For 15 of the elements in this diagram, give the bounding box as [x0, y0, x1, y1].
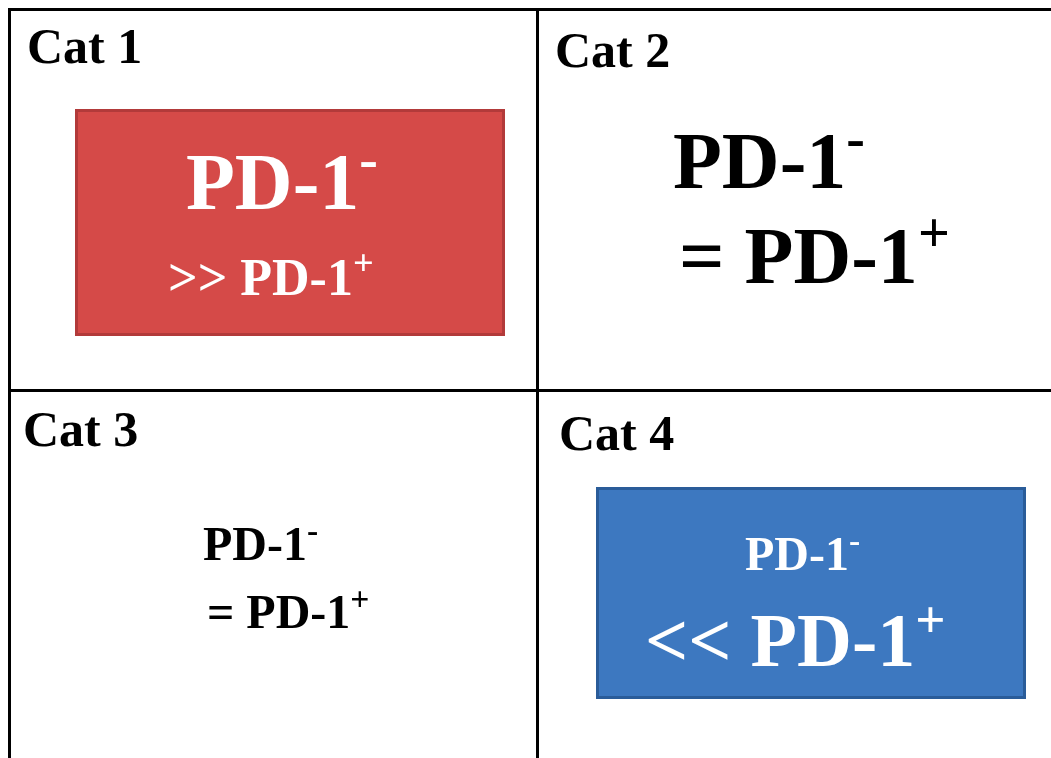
- category-panel: [8, 8, 539, 392]
- ratio-text: PD-1$^{-}$: [186, 142, 378, 222]
- category-heading: Cat 2: [555, 25, 671, 75]
- category-heading: Cat 4: [559, 408, 675, 458]
- ratio-text: = PD-1$^{+}$: [207, 588, 370, 636]
- highlight-box: [596, 487, 1026, 699]
- ratio-text: = PD-1$^{+}$: [679, 216, 950, 296]
- category-heading: Cat 1: [27, 21, 143, 71]
- category-heading: Cat 3: [23, 404, 139, 454]
- highlight-box: [75, 109, 505, 336]
- ratio-text: << PD-1$^{+}$: [645, 602, 946, 678]
- ratio-text: >> PD-1$^{+}$: [168, 252, 374, 304]
- ratio-text: PD-1$^{-}$: [745, 530, 861, 578]
- ratio-text: PD-1$^{-}$: [203, 520, 319, 568]
- ratio-text: PD-1$^{-}$: [673, 121, 865, 201]
